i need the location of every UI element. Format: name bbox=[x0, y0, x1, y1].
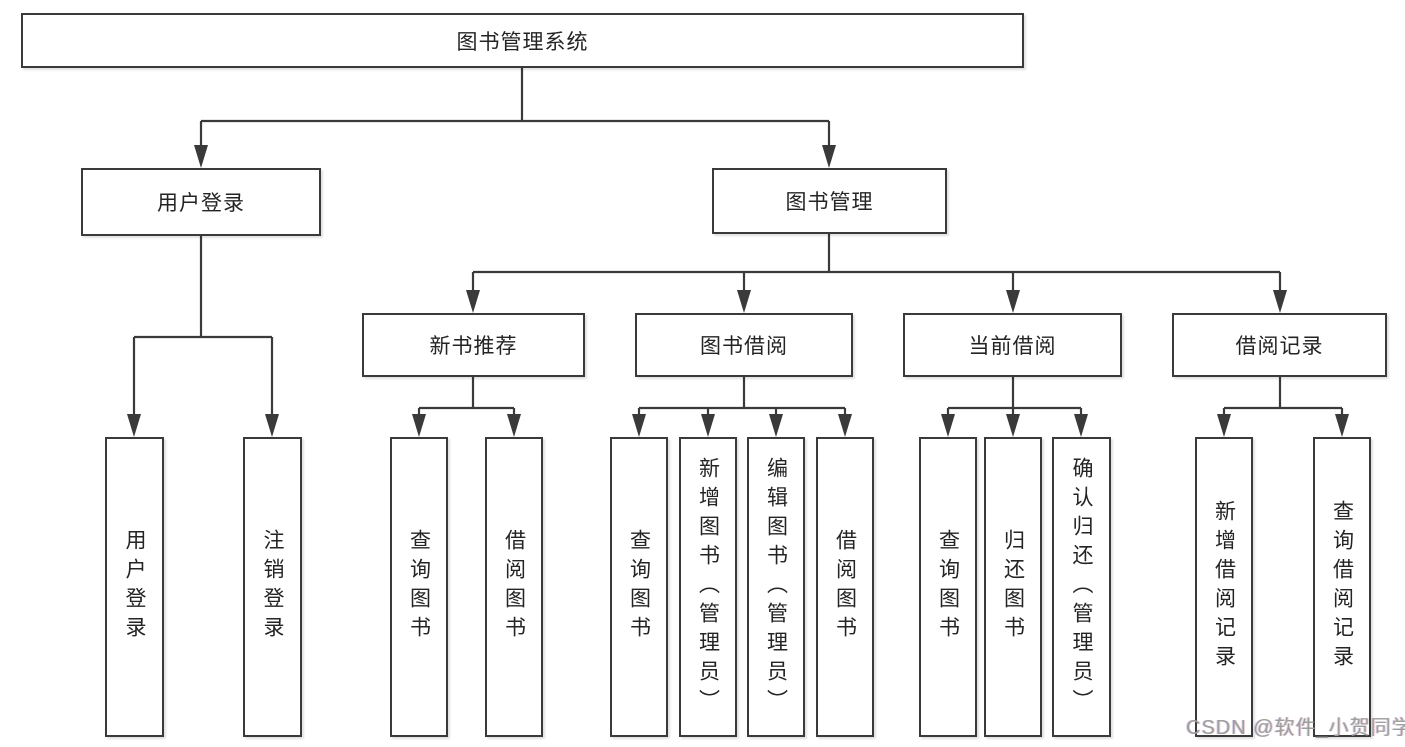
node-label: 新书推荐 bbox=[429, 335, 518, 358]
node-borrow-books: 借阅图书 bbox=[816, 437, 874, 737]
node-return-books: 归还图书 bbox=[984, 437, 1042, 737]
node-label: 编辑图书（管理员） bbox=[764, 456, 788, 718]
node-book-borrowing: 图书借阅 bbox=[635, 313, 853, 377]
node-library-management-system: 图书管理系统 bbox=[21, 13, 1024, 68]
node-logout: 注销登录 bbox=[243, 437, 302, 737]
node-label: 用户登录 bbox=[157, 192, 245, 215]
node-label: 图书借阅 bbox=[700, 335, 788, 358]
watermark: CSDN @软件_小贺同学 bbox=[1186, 717, 1405, 739]
node-label: 查询图书 bbox=[627, 529, 651, 645]
node-label: 查询图书 bbox=[407, 529, 431, 645]
node-label: 新增图书（管理员） bbox=[696, 456, 720, 718]
node-label: 注销登录 bbox=[261, 529, 285, 645]
node-label: 借阅图书 bbox=[502, 529, 526, 645]
node-new-book-recommend: 新书推荐 bbox=[362, 313, 585, 377]
node-book-management: 图书管理 bbox=[712, 168, 947, 234]
node-label: 借阅图书 bbox=[833, 529, 857, 645]
node-label: 借阅记录 bbox=[1235, 335, 1324, 358]
node-query-borrow-record: 查询借阅记录 bbox=[1313, 437, 1371, 737]
node-confirm-return-admin: 确认归还（管理员） bbox=[1052, 437, 1111, 737]
node-borrow-query-books: 查询图书 bbox=[610, 437, 668, 737]
node-label: 查询图书 bbox=[936, 529, 960, 645]
node-label: 用户登录 bbox=[123, 529, 147, 645]
node-label: 归还图书 bbox=[1001, 529, 1025, 645]
node-current-borrowing: 当前借阅 bbox=[903, 313, 1122, 377]
node-label: 新增借阅记录 bbox=[1212, 500, 1236, 674]
node-borrow-records: 借阅记录 bbox=[1172, 313, 1387, 377]
node-label: 确认归还（管理员） bbox=[1070, 456, 1094, 718]
node-label: 图书管理系统 bbox=[456, 30, 589, 54]
node-add-books-admin: 新增图书（管理员） bbox=[679, 437, 737, 737]
node-edit-books-admin: 编辑图书（管理员） bbox=[747, 437, 805, 737]
node-label: 当前借阅 bbox=[968, 335, 1057, 358]
node-label: 查询借阅记录 bbox=[1330, 500, 1354, 674]
node-recommend-query-books: 查询图书 bbox=[390, 437, 448, 737]
node-recommend-borrow-books: 借阅图书 bbox=[485, 437, 543, 737]
node-user-login: 用户登录 bbox=[105, 437, 164, 737]
node-label: 图书管理 bbox=[785, 191, 874, 214]
node-user-login-module: 用户登录 bbox=[81, 168, 321, 236]
node-current-query-books: 查询图书 bbox=[919, 437, 977, 737]
node-add-borrow-record: 新增借阅记录 bbox=[1195, 437, 1253, 737]
